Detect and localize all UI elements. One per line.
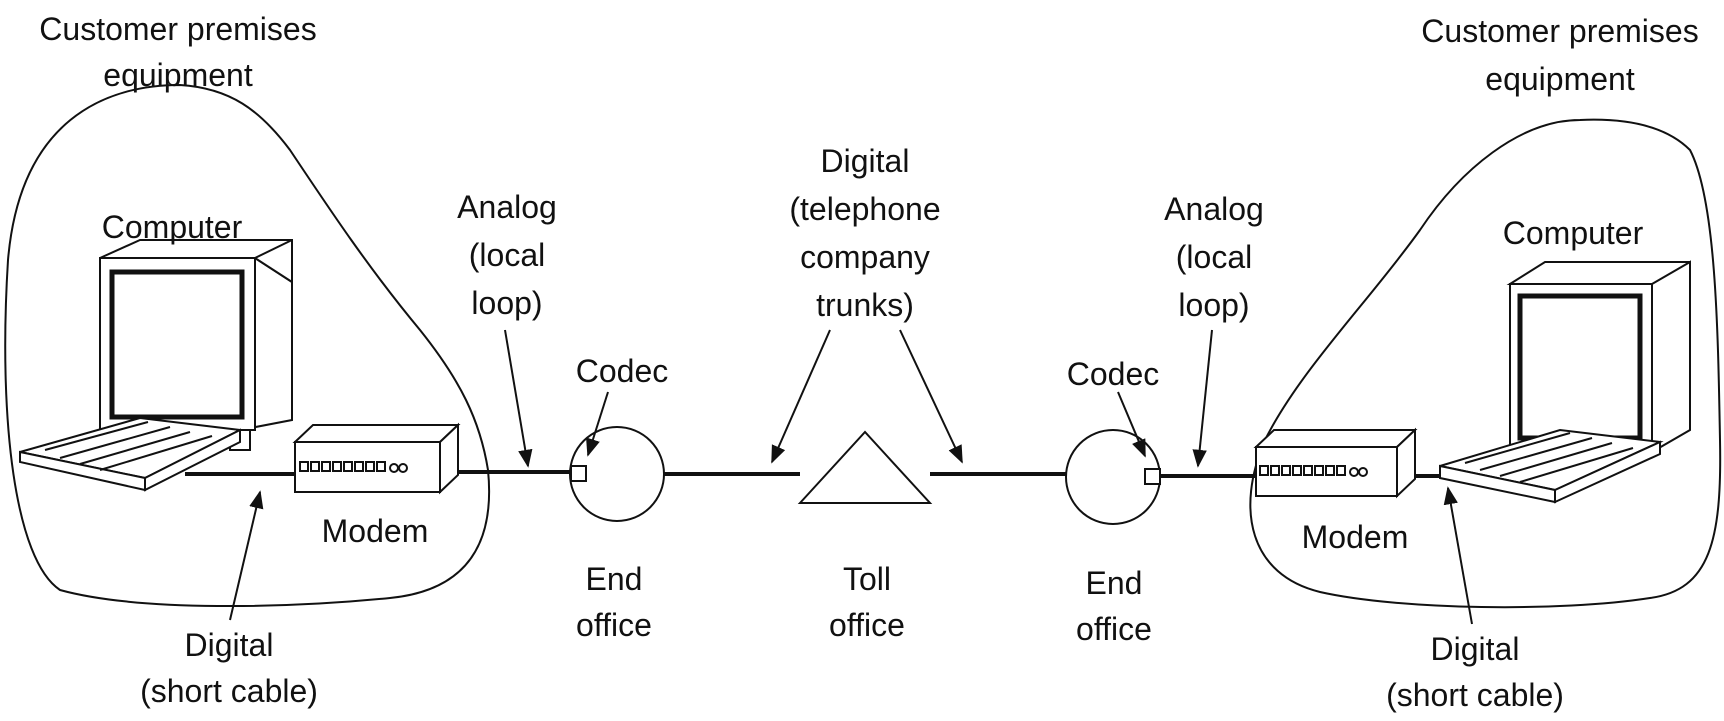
center-digital-label-4: trunks): [816, 287, 914, 323]
arrow-right-analog: [1192, 329, 1213, 468]
left-digital-label-1: Digital: [185, 627, 274, 663]
right-cpe-label-1: Customer premises: [1421, 13, 1698, 49]
modem-indicator-light: [1314, 465, 1324, 476]
right-end-office-label-2: office: [1076, 611, 1152, 647]
right-digital-label-1: Digital: [1431, 631, 1520, 667]
modem-indicator-light: [1292, 465, 1302, 476]
modem-indicator-light: [1281, 465, 1291, 476]
right-modem: [1253, 427, 1418, 499]
modem-indicator-light: [332, 461, 342, 472]
center-digital-label-2: (telephone: [789, 191, 940, 227]
left-analog-label-3: loop): [471, 285, 542, 321]
modem-indicator-light: [1325, 465, 1335, 476]
left-end-office-label-2: office: [576, 607, 652, 643]
left-modem-label: Modem: [322, 513, 429, 549]
left-computer-label: Computer: [102, 209, 243, 245]
modem-indicator-light: [365, 461, 375, 472]
left-premises-outline: [4, 83, 491, 608]
left-analog-label-2: (local: [469, 237, 545, 273]
modem-indicator-light: [1259, 465, 1269, 476]
modem-indicator-light: [1270, 465, 1280, 476]
right-modem-label: Modem: [1302, 519, 1409, 555]
modem-indicator-light: [1336, 465, 1346, 476]
right-digital-label-2: (short cable): [1386, 677, 1564, 713]
modem-indicator-light: [321, 461, 331, 472]
arrow-right-digital: [1443, 486, 1473, 625]
arrow-left-analog: [504, 329, 533, 468]
modem-indicator-dot: [1349, 467, 1359, 477]
right-computer-label: Computer: [1503, 215, 1644, 251]
modem-indicator-dot: [389, 463, 399, 473]
arrow-trunk-right: [899, 329, 963, 464]
left-analog-label-1: Analog: [457, 189, 557, 225]
right-cpe-label-2: equipment: [1485, 61, 1635, 97]
right-analog-label-2: (local: [1176, 239, 1252, 275]
modem-indicator-light: [299, 461, 309, 472]
arrow-right-codec: [1117, 391, 1146, 458]
left-codec-label: Codec: [576, 353, 669, 389]
modem-indicator-light: [1303, 465, 1313, 476]
right-analog-label-3: loop): [1178, 287, 1249, 323]
left-cpe-label-2: equipment: [103, 57, 253, 93]
modem-indicator-light: [343, 461, 353, 472]
right-analog-label-1: Analog: [1164, 191, 1264, 227]
center-digital-label-1: Digital: [821, 143, 910, 179]
toll-office-label-1: Toll: [843, 561, 891, 597]
arrow-left-digital: [229, 490, 264, 621]
left-codec-box: [570, 465, 587, 482]
modem-indicator-light: [310, 461, 320, 472]
arrow-left-codec: [586, 391, 609, 457]
left-end-office-label-1: End: [586, 561, 643, 597]
modem-indicator-light: [354, 461, 364, 472]
toll-office-label-2: office: [829, 607, 905, 643]
right-codec-label: Codec: [1067, 356, 1160, 392]
center-digital-label-3: company: [800, 239, 930, 275]
right-computer: [1439, 260, 1691, 504]
modem-indicator-light: [376, 461, 386, 472]
modem-indicator-dot: [398, 463, 408, 473]
toll-office-triangle: [797, 430, 933, 504]
left-cpe-label-1: Customer premises: [39, 11, 316, 47]
modem-indicator-dot: [1358, 467, 1368, 477]
right-codec-box: [1144, 468, 1161, 485]
arrow-trunk-left: [771, 329, 831, 464]
left-computer: [19, 239, 293, 492]
right-end-office-label-1: End: [1086, 565, 1143, 601]
left-modem: [292, 422, 461, 495]
left-digital-label-2: (short cable): [140, 673, 318, 709]
right-premises-outline: [1249, 118, 1722, 609]
